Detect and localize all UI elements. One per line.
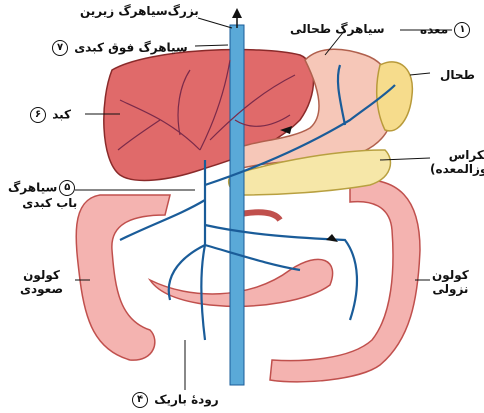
label-stomach: ۱ معده bbox=[420, 22, 472, 38]
label-pancreas: پانکراس (لوزالمعده) bbox=[430, 148, 484, 176]
hepatic-vein-text: سیاهرگ فوق کبدی bbox=[74, 41, 188, 55]
number-badge-4: ۴ bbox=[132, 392, 148, 408]
label-splenic-vein: سیاهرگ طحالی bbox=[290, 22, 385, 36]
label-ascending-colon: کولون صعودی bbox=[20, 268, 63, 296]
pancreas-text-2: (لوزالمعده) bbox=[430, 162, 484, 176]
number-badge-5: ۵ bbox=[59, 180, 75, 196]
descending-text-1: کولون bbox=[432, 268, 469, 282]
stomach-text: معده bbox=[420, 23, 448, 37]
arrow-up-icon bbox=[232, 8, 242, 18]
ascending-text-1: کولون bbox=[20, 268, 63, 282]
flow-arrow-icon bbox=[326, 234, 338, 242]
ivc-text: بزرگ‌سیاهرگ زیرین bbox=[80, 4, 199, 18]
label-inferior-vena-cava: بزرگ‌سیاهرگ زیرین bbox=[80, 4, 199, 18]
label-small-intestine: رودهٔ باریک ۴ bbox=[130, 392, 219, 408]
number-badge-7: ۷ bbox=[52, 40, 68, 56]
spleen-text: طحال bbox=[440, 68, 475, 82]
liver-text: کبد bbox=[52, 108, 71, 122]
label-hepatic-vein: سیاهرگ فوق کبدی ۷ bbox=[50, 40, 188, 56]
label-portal-vein: ۵سیاهرگ باب کبدی bbox=[8, 180, 77, 210]
portal-text-2: باب کبدی bbox=[8, 196, 77, 210]
ascending-text-2: صعودی bbox=[20, 282, 63, 296]
splenic-vein-text: سیاهرگ طحالی bbox=[290, 22, 385, 36]
portal-text-1: سیاهرگ bbox=[8, 181, 57, 195]
ascending-colon bbox=[76, 195, 170, 360]
pancreas-text-1: پانکراس bbox=[430, 148, 484, 162]
descending-text-2: نزولی bbox=[432, 282, 469, 296]
label-liver: کبد ۶ bbox=[28, 107, 71, 123]
inferior-vena-cava bbox=[230, 25, 244, 385]
number-badge-6: ۶ bbox=[30, 107, 46, 123]
small-intestine-text: رودهٔ باریک bbox=[154, 393, 219, 407]
number-badge-1: ۱ bbox=[454, 22, 470, 38]
label-spleen: طحال bbox=[440, 68, 475, 82]
label-descending-colon: کولون نزولی bbox=[432, 268, 469, 296]
